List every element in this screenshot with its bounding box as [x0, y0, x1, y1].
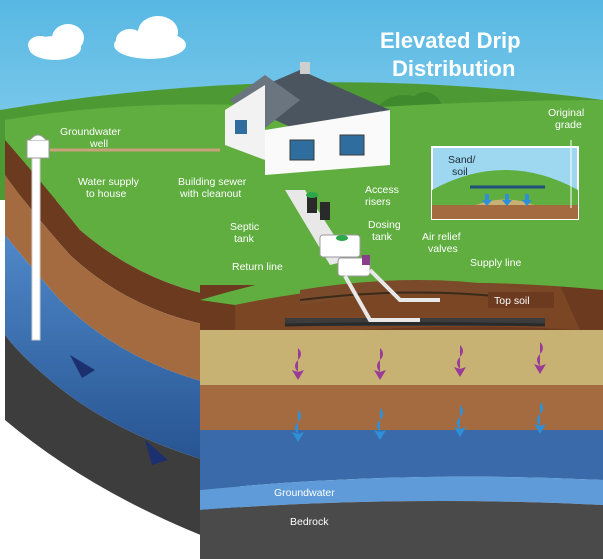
label-air-relief-1: Air relief — [422, 231, 461, 243]
supply-line-pipe — [368, 268, 440, 302]
label-septic-tank-2: tank — [234, 233, 255, 245]
label-top-soil: Top soil — [494, 295, 530, 307]
groundwater-well — [26, 134, 50, 341]
cloud-middle — [114, 16, 186, 59]
house — [225, 62, 390, 175]
left-face-bedrock — [5, 335, 240, 550]
label-sand-soil-1: Sand/ — [448, 154, 476, 166]
percolation-arrows — [292, 402, 546, 442]
label-bedrock: Bedrock — [290, 516, 329, 528]
septic-tank — [319, 234, 361, 258]
label-original-grade-2: grade — [555, 119, 582, 131]
top-soil-label-bg — [488, 292, 554, 308]
label-supply-line: Supply line — [470, 257, 522, 269]
label-building-sewer-2: with cleanout — [179, 188, 241, 200]
front-sand-layer — [200, 330, 603, 385]
label-return-line: Return line — [232, 261, 283, 273]
title-line-2: Distribution — [392, 56, 515, 81]
dosing-tank — [337, 255, 371, 277]
inset-mound — [431, 140, 579, 220]
front-groundwater-upper — [200, 430, 603, 490]
label-access-risers-2: risers — [365, 196, 391, 208]
groundwater-flow-arrows — [70, 355, 168, 465]
label-sand-soil-2: soil — [452, 166, 468, 178]
cloud-left — [28, 24, 84, 60]
front-groundwater — [200, 476, 603, 510]
label-septic-tank-1: Septic — [230, 221, 259, 233]
label-groundwater: Groundwater — [274, 487, 335, 499]
front-bedrock — [200, 501, 603, 559]
effluent-arrows — [292, 342, 546, 380]
return-line-pipe — [343, 275, 420, 322]
label-building-sewer-1: Building sewer — [178, 176, 247, 188]
label-groundwater-well-2: well — [89, 138, 108, 150]
label-dosing-tank-1: Dosing — [368, 219, 401, 231]
label-groundwater-well-1: Groundwater — [60, 126, 121, 138]
label-access-risers-1: Access — [365, 184, 399, 196]
inset-arrows — [482, 194, 532, 206]
left-face-brown — [5, 175, 240, 390]
access-risers — [306, 192, 330, 220]
front-brown-layer — [200, 385, 603, 430]
title-line-1: Elevated Drip — [380, 28, 521, 53]
label-air-relief-2: valves — [428, 243, 458, 255]
label-dosing-tank-2: tank — [372, 231, 393, 243]
left-face-groundwater — [5, 235, 240, 470]
label-water-supply-2: to house — [86, 188, 126, 200]
label-original-grade-1: Original — [548, 107, 584, 119]
label-water-supply-1: Water supply — [78, 176, 140, 188]
